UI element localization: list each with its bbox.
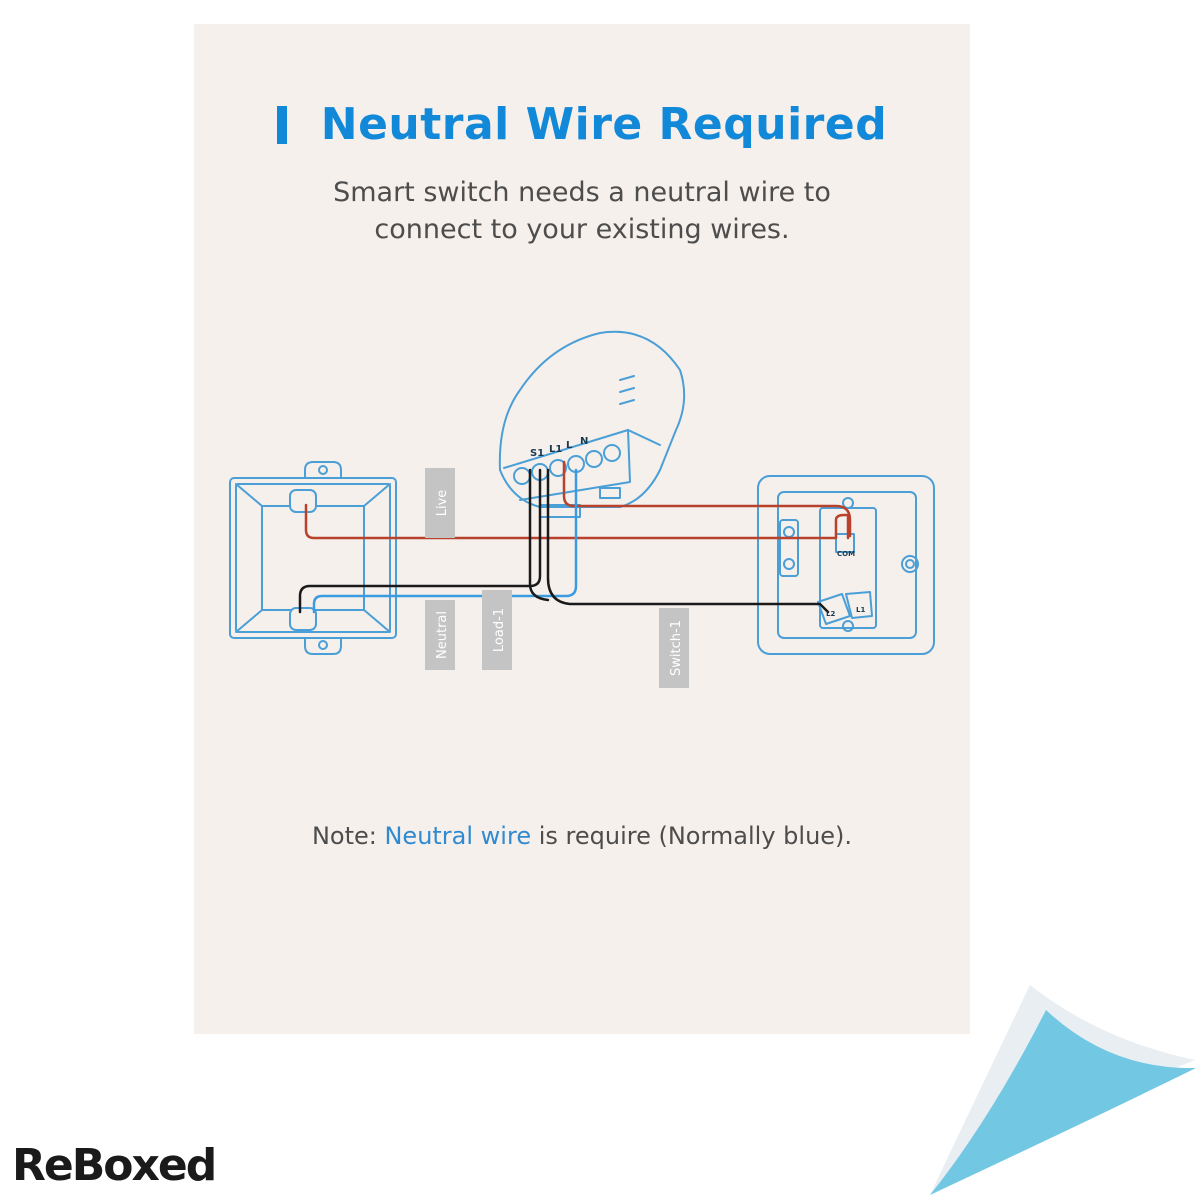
tag-live: Live (425, 468, 455, 538)
note-prefix: Note: (311, 822, 385, 850)
switch-label-l2: L2 (826, 610, 835, 618)
terminal-label-l1: L1 (549, 444, 562, 455)
page-title-text: Neutral Wire Required (320, 99, 888, 150)
note-suffix: is require (Normally blue). (531, 822, 853, 850)
svg-text:Load-1: Load-1 (492, 608, 507, 652)
switch-label-l1: L1 (856, 606, 865, 614)
terminal-label-l: L (566, 440, 573, 451)
neutral-wire (312, 468, 578, 614)
load-wire (298, 468, 542, 614)
terminal-label-s1: S1 (530, 448, 544, 459)
tag-load: Load-1 (482, 590, 512, 670)
page-title: Neutral Wire Required (276, 99, 888, 150)
terminal-label-n: N (580, 436, 588, 447)
switch-wire-2 (528, 468, 550, 602)
tag-neutral: Neutral (425, 600, 455, 670)
brand-logo: ReBoxed (12, 1140, 217, 1191)
live-to-module-wire (562, 460, 852, 538)
tag-switch: Switch-1 (659, 608, 689, 688)
note-highlight: Neutral wire (384, 822, 532, 850)
note-text: Note: Neutral wire is require (Normally … (234, 822, 930, 850)
switch-label-com: COM (837, 550, 855, 558)
wall-switch (757, 475, 935, 655)
subtitle: Smart switch needs a neutral wire to con… (333, 177, 831, 245)
title-accent-bar (276, 105, 287, 144)
title-row: Neutral Wire Required (194, 99, 970, 150)
svg-text:Switch-1: Switch-1 (669, 620, 684, 676)
svg-text:Neutral: Neutral (435, 611, 450, 659)
live-wire (304, 503, 850, 540)
instruction-card: Neutral Wire Required Smart switch needs… (194, 24, 970, 1034)
svg-text:Live: Live (435, 490, 450, 517)
switch-wire (546, 468, 830, 614)
